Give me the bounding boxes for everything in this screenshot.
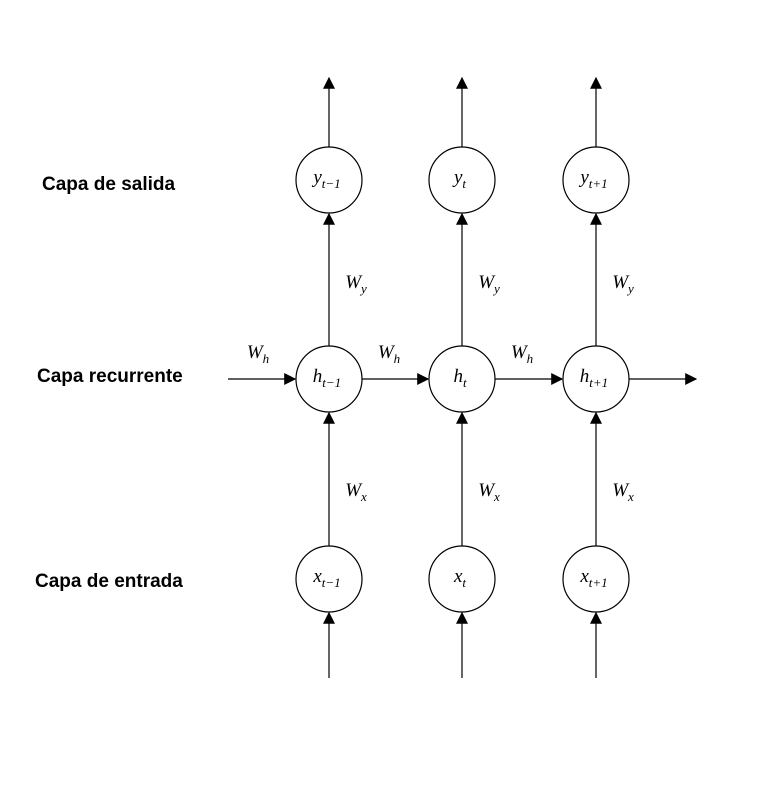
h-node-label: ht+1 <box>580 366 608 390</box>
x-node-label: xt−1 <box>312 566 340 590</box>
wy-label: Wy <box>345 272 367 296</box>
wh-label: Wh <box>511 342 533 366</box>
recurrent-layer-label: Capa recurrente <box>37 366 183 387</box>
wh-label: Wh <box>378 342 400 366</box>
h-node-label: ht−1 <box>313 366 341 390</box>
wx-label: Wx <box>612 480 634 504</box>
edges <box>228 76 698 678</box>
y-node-circle <box>295 146 363 214</box>
input-layer-label: Capa de entrada <box>35 571 183 592</box>
wh-label: Wh <box>247 342 269 366</box>
x-node-circle <box>562 545 630 613</box>
h-node-circle <box>428 345 496 413</box>
wy-label: Wy <box>478 272 500 296</box>
y-node-label: yt <box>452 167 466 191</box>
y-node-circle <box>428 146 496 214</box>
x-node-label: xt+1 <box>579 566 607 590</box>
nodes: yt−1 ht−1 xt−1 yt ht xt yt+1 ht+1 xt+1 <box>295 146 630 613</box>
h-node-circle <box>295 345 363 413</box>
x-node-label: xt <box>453 566 466 590</box>
h-node-label: ht <box>453 366 467 390</box>
wx-label: Wx <box>478 480 500 504</box>
y-node-label: yt+1 <box>578 167 607 191</box>
h-node-circle <box>562 345 630 413</box>
wy-label: Wy <box>612 272 634 296</box>
y-node-circle <box>562 146 630 214</box>
x-node-circle <box>428 545 496 613</box>
wx-label: Wx <box>345 480 367 504</box>
output-layer-label: Capa de salida <box>42 174 175 195</box>
y-node-label: yt−1 <box>311 167 340 191</box>
x-node-circle <box>295 545 363 613</box>
